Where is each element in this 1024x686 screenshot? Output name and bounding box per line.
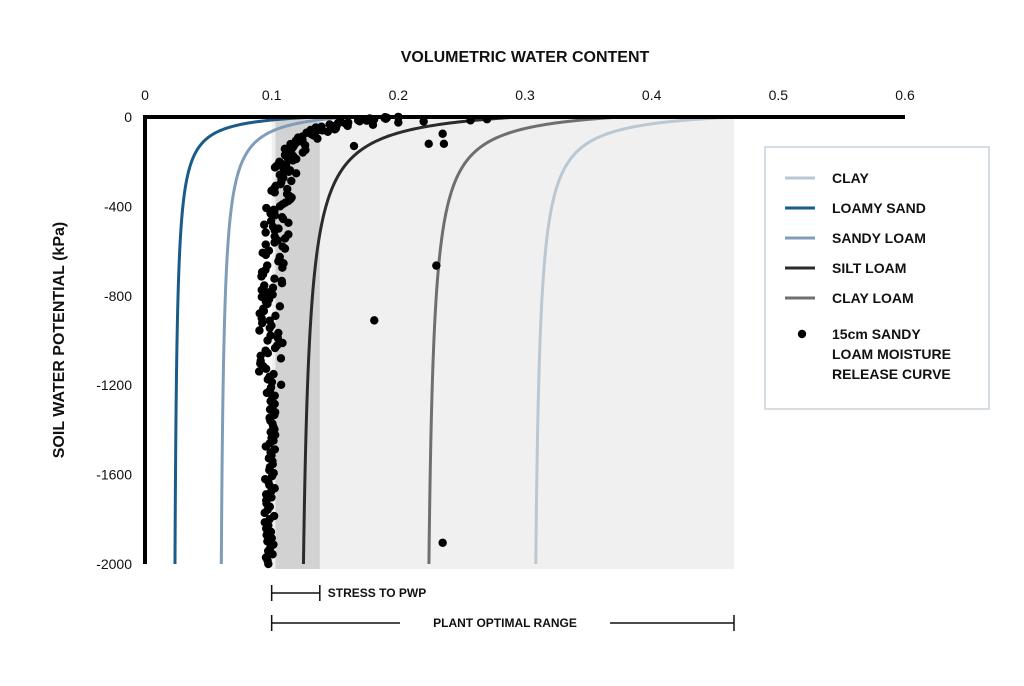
stress-range-label: STRESS TO PWP: [328, 586, 426, 600]
legend-label-line: 15cm SANDY: [832, 326, 921, 342]
data-point: [278, 263, 287, 272]
optimal-range-band: [271, 117, 734, 569]
x-tick-label: 0.5: [769, 87, 789, 103]
data-point: [276, 380, 286, 390]
legend-label-line: RELEASE CURVE: [832, 366, 951, 382]
data-point: [318, 126, 327, 135]
data-point: [275, 302, 285, 311]
data-point: [432, 261, 441, 270]
legend-label: 15cm SANDY LOAM MOISTURE RELEASE CURVE: [832, 326, 951, 382]
data-point: [270, 163, 280, 172]
data-point: [261, 442, 270, 451]
data-point: [270, 226, 279, 235]
x-tick-label: 0.2: [389, 87, 409, 103]
data-point: [439, 139, 449, 149]
data-point: [394, 118, 403, 127]
data-point: [263, 336, 272, 345]
data-point: [262, 388, 272, 398]
data-point: [261, 364, 271, 374]
data-point: [438, 129, 447, 138]
y-tick-label: -800: [104, 288, 132, 304]
curve-sandy-loam: [219, 115, 348, 565]
range-bands: [271, 117, 734, 569]
data-point: [370, 316, 379, 325]
curve-clay-loam: [427, 115, 621, 565]
data-point: [313, 134, 322, 143]
data-point: [270, 188, 279, 197]
x-tick-label: 0.4: [642, 87, 662, 103]
data-point: [257, 318, 267, 328]
data-point: [291, 169, 301, 178]
y-tick-label: -1200: [96, 377, 132, 393]
data-point: [288, 156, 298, 165]
data-point: [275, 202, 285, 211]
data-point: [268, 283, 278, 292]
data-point: [284, 167, 293, 177]
x-tick-label: 0.3: [515, 87, 535, 103]
data-point: [424, 139, 433, 149]
data-point: [267, 471, 277, 481]
axes-layer: [143, 115, 905, 564]
data-point: [270, 238, 279, 247]
data-point: [298, 148, 308, 157]
legend: CLAY LOAMY SAND SANDY LOAM SILT LOAM CLAY LO…: [764, 146, 990, 410]
legend-box: [764, 146, 990, 410]
data-point: [330, 125, 340, 134]
x-tick-labels: 0 0.1 0.2 0.3 0.4 0.5 0.6: [141, 87, 915, 103]
data-point: [284, 218, 293, 228]
data-point: [349, 141, 359, 151]
legend-label: SILT LOAM: [832, 260, 906, 276]
points-layer: [254, 112, 492, 569]
curve-loamy-sand: [173, 115, 317, 565]
data-point: [270, 343, 280, 353]
x-tick-label: 0.6: [895, 87, 915, 103]
data-point: [261, 228, 270, 237]
x-tick-label: 0.1: [262, 87, 282, 103]
data-point: [261, 250, 271, 260]
legend-label: SANDY LOAM: [832, 230, 926, 246]
y-tick-labels: 0 -400 -800 -1200 -1600 -2000: [96, 109, 132, 572]
data-point: [255, 326, 264, 335]
data-point: [260, 220, 269, 229]
data-point: [438, 538, 447, 547]
y-tick-label: -1600: [96, 467, 132, 483]
data-point: [264, 559, 273, 569]
curve-silt-loam: [301, 115, 519, 565]
y-tick-label: -2000: [96, 556, 132, 572]
data-point: [265, 323, 274, 333]
optimal-range-label: PLANT OPTIMAL RANGE: [433, 616, 577, 630]
data-point: [419, 117, 428, 126]
data-point: [343, 121, 352, 131]
y-tick-label: 0: [124, 109, 132, 125]
data-point: [277, 278, 287, 288]
data-point: [268, 550, 277, 559]
data-point: [355, 117, 364, 126]
data-point: [263, 349, 273, 358]
data-point: [287, 176, 296, 186]
range-brackets: STRESS TO PWP PLANT OPTIMAL RANGE: [270, 585, 735, 631]
data-point: [254, 367, 264, 376]
legend-point-marker: [797, 329, 807, 339]
y-axis-title: SOIL WATER POTENTIAL (kPa): [51, 222, 68, 458]
legend-label: CLAY LOAM: [832, 290, 914, 306]
x-tick-label: 0: [141, 87, 149, 103]
legend-label: LOAMY SAND: [832, 200, 926, 216]
data-point: [257, 272, 266, 281]
data-point: [271, 311, 280, 321]
data-point: [261, 240, 270, 249]
data-point: [280, 234, 290, 243]
y-tick-label: -400: [104, 198, 132, 214]
curves-layer: [173, 115, 735, 565]
curve-clay: [534, 115, 735, 565]
legend-label: CLAY: [832, 170, 869, 186]
data-point: [368, 120, 378, 130]
data-point: [280, 244, 290, 253]
legend-label-line: LOAM MOISTURE: [832, 346, 951, 362]
data-point: [270, 274, 279, 283]
x-axis-title: VOLUMETRIC WATER CONTENT: [401, 49, 650, 66]
data-point: [276, 354, 286, 363]
data-point: [260, 508, 269, 518]
